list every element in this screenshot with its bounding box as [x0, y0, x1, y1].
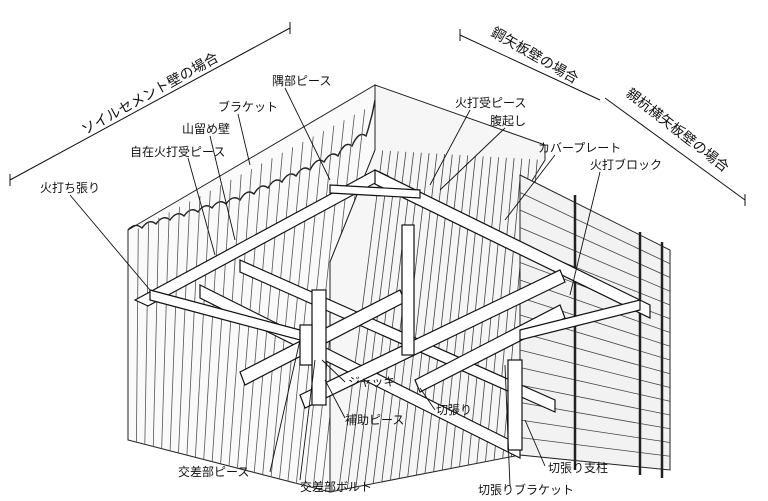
label-corner-brace: 火打ち張り	[40, 181, 100, 195]
label-bracket: ブラケット	[218, 99, 278, 114]
label-jack: ジャッキ	[348, 375, 395, 389]
label-cover-plate: カバープレート	[538, 141, 621, 155]
label-cross-piece: 交差部ピース	[178, 464, 249, 479]
label-brace-receiver-piece: 火打受ピース	[455, 96, 526, 110]
label-free-brace-receiver: 自在火打受ピース	[130, 145, 225, 159]
label-wale: 腹起し	[490, 114, 526, 128]
section-label-steel-sheet: 鋼矢板壁の場合	[488, 25, 581, 88]
label-strut-post: 切張り支柱	[548, 460, 608, 475]
label-brace-block: 火打ブロック	[590, 157, 662, 172]
section-lines	[9, 22, 746, 206]
leader-lines	[69, 87, 601, 487]
soldier-pile-wall	[519, 174, 671, 478]
component-labels: 隅部ピース ブラケット 山留め壁 自在火打受ピース 火打ち張り 火打受ピース 腹…	[40, 73, 662, 497]
label-retaining-wall: 山留め壁	[182, 121, 230, 136]
framing	[133, 169, 651, 459]
label-strut-bracket: 切張りブラケット	[478, 482, 574, 497]
label-cross-bolt: 交差部ボルト	[300, 479, 372, 494]
label-corner-piece: 隅部ピース	[272, 73, 331, 88]
label-strut: 切張り	[436, 403, 472, 417]
label-auxiliary-piece: 補助ピース	[345, 413, 404, 427]
